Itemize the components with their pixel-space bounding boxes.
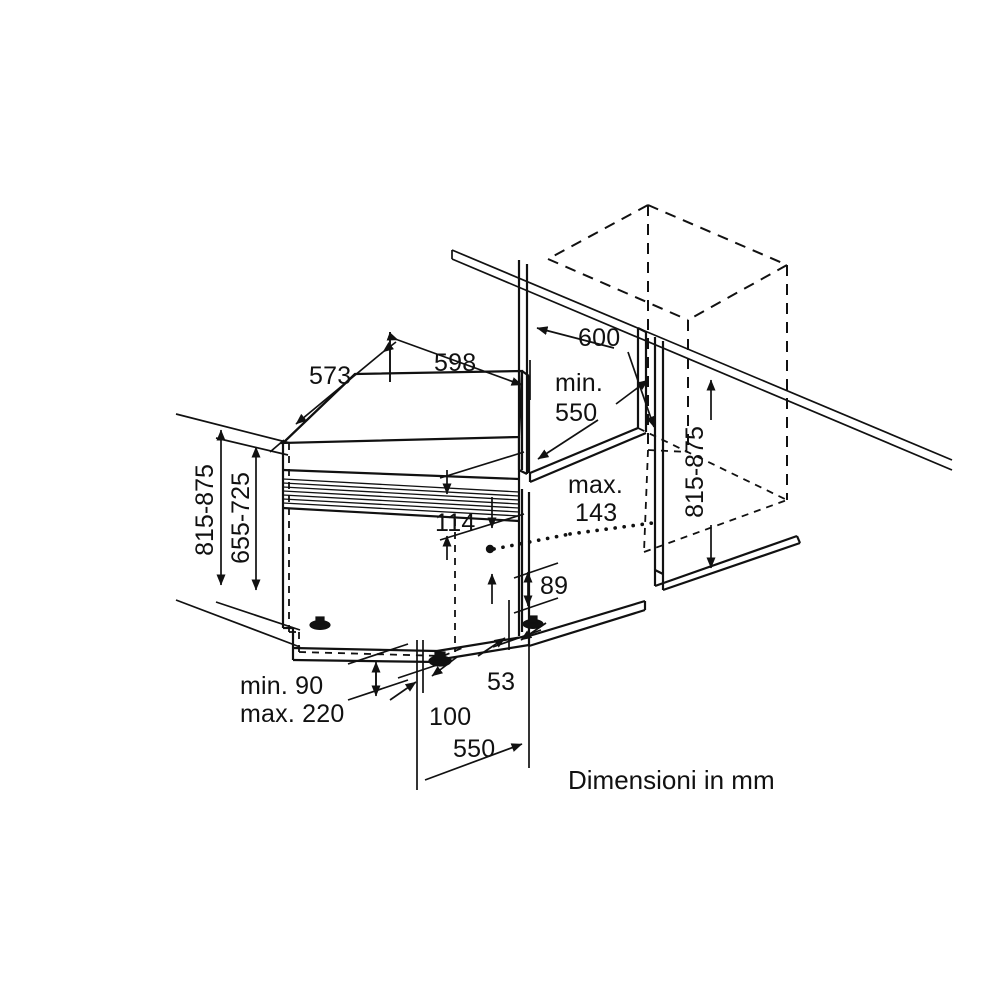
dimension-600: 600 (536, 324, 655, 428)
dimension-label-min-90: min. 90 (240, 672, 323, 700)
dishwasher-body (280, 369, 531, 662)
dimension-label-598: 598 (434, 349, 476, 377)
dimension-label-655-725: 655-725 (227, 472, 255, 564)
dimension-label-815-875-right: 815-875 (681, 426, 709, 518)
dimension-label-max-220: max. 220 (240, 700, 344, 728)
dimension-label-815-875-left: 815-875 (191, 464, 219, 556)
dimension-53: 53 (477, 600, 547, 696)
dimension-label-min: min. (555, 369, 603, 397)
caption-dimensions-in-mm: Dimensioni in mm (568, 765, 775, 795)
dimension-label-550-depth: 550 (453, 735, 495, 763)
dimension-label-143: 143 (575, 499, 617, 527)
dimension-89: 89 (513, 562, 568, 614)
dimension-598: 598 (386, 332, 531, 400)
dimension-573: 573 (269, 332, 397, 453)
cabinet-right-carcass (528, 327, 802, 592)
dimension-label-573: 573 (309, 362, 351, 390)
foot-front (428, 651, 452, 667)
leader-dot (485, 544, 495, 554)
worktop-slab (451, 249, 953, 471)
dimension-655-725: 655-725 (215, 437, 301, 631)
dimension-550-depth: 550 (416, 600, 530, 790)
dimension-label-max: max. (568, 471, 623, 499)
foot-left (309, 616, 331, 630)
dimension-label-89: 89 (540, 572, 568, 600)
foot-right (522, 615, 544, 629)
dimension-label-114: 114 (435, 509, 475, 537)
dishwasher-base-rail (291, 599, 647, 664)
dimension-815-875-left: 815-875 (175, 413, 301, 648)
dimension-815-875-right: 815-875 (681, 379, 716, 569)
dimension-max-143: max. 143 (485, 471, 662, 604)
dimension-100: 100 (389, 640, 471, 731)
control-panel-hatch (282, 478, 520, 517)
dimension-label-550-niche: 550 (555, 399, 597, 427)
dimension-label-600: 600 (578, 324, 620, 352)
dimension-114: 114 (435, 451, 525, 560)
adjustable-feet (309, 615, 544, 667)
dimension-foot-range: min. 90 max. 220 (240, 643, 409, 728)
dimension-label-100: 100 (429, 703, 471, 731)
dimension-min-550: min. 550 (537, 369, 649, 460)
dimension-label-53: 53 (487, 668, 515, 696)
